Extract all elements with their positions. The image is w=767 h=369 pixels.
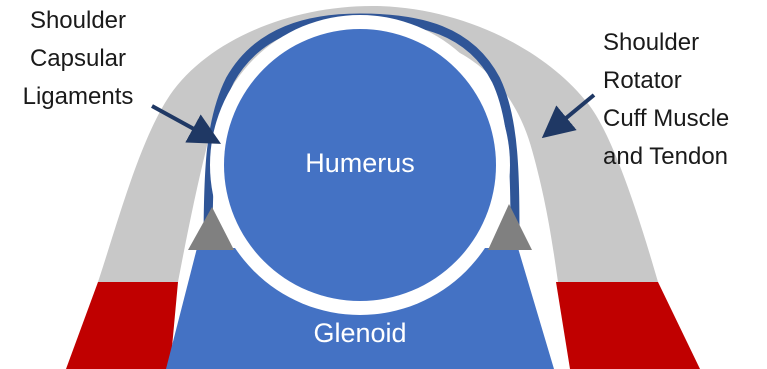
humerus-label: Humerus bbox=[305, 148, 415, 178]
glenoid-label: Glenoid bbox=[313, 318, 406, 348]
rotator-cuff-label-line2: Rotator bbox=[603, 67, 682, 94]
capsular-ligament-label-line1: Shoulder bbox=[30, 7, 126, 34]
capsular-ligament-label-line2: Capsular bbox=[30, 45, 126, 72]
humerus-head bbox=[224, 29, 496, 301]
muscle-end-right bbox=[556, 282, 700, 369]
labrum-right bbox=[488, 204, 532, 250]
rotator-cuff-arrow bbox=[541, 93, 596, 139]
rotator-cuff-label-line3: Cuff Muscle bbox=[603, 105, 729, 132]
capsular-ligament-arrow bbox=[151, 104, 222, 144]
labrum-left bbox=[188, 207, 234, 250]
capsular-ligament-label-line3: Ligaments bbox=[23, 83, 134, 110]
muscle-end-left bbox=[66, 282, 178, 369]
rotator-cuff-label-line4: and Tendon bbox=[603, 143, 728, 170]
rotator-cuff-label-line1: Shoulder bbox=[603, 29, 699, 56]
